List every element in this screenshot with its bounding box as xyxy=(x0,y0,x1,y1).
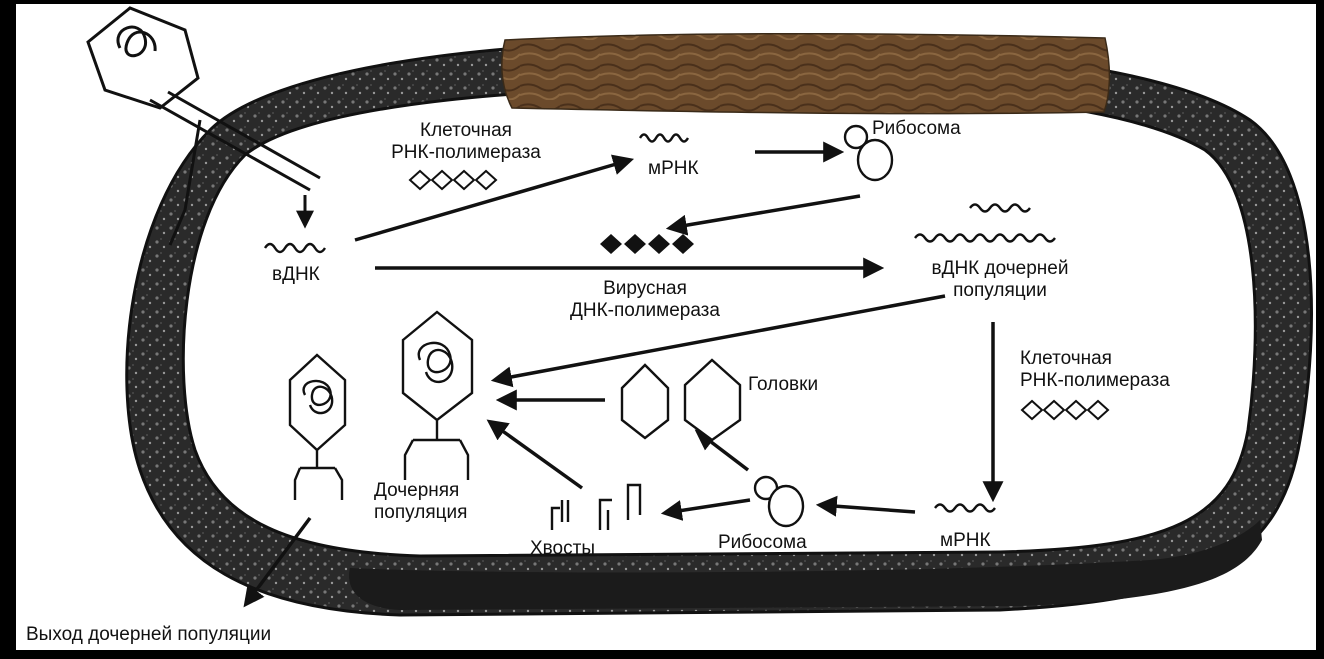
ribosome-top-label: Рибосома xyxy=(872,118,961,140)
host-rnapol-top-line1: Клеточная xyxy=(382,120,550,142)
host-rnapol-right-label: Клеточная РНК-полимераза xyxy=(1020,348,1170,392)
daughter-population-line1: Дочерняя xyxy=(374,480,467,502)
daughter-vdna-line2: популяции xyxy=(900,280,1100,302)
redaction-patch xyxy=(502,34,1110,114)
host-rnapol-right-line2: РНК-полимераза xyxy=(1020,370,1170,392)
daughter-population-line2: популяция xyxy=(374,502,467,524)
viral-dnapol-line2: ДНК-полимераза xyxy=(520,300,770,322)
viral-dnapol-label: Вирусная ДНК-полимераза xyxy=(520,278,770,322)
daughter-vdna-label: вДНК дочерней популяции xyxy=(900,258,1100,302)
mrna-bottom-label: мРНК xyxy=(940,530,991,552)
host-rnapol-right-line1: Клеточная xyxy=(1020,348,1170,370)
viral-dnapol-line1: Вирусная xyxy=(520,278,770,300)
mrna-top-label: мРНК xyxy=(648,158,699,180)
ribosome-bottom-label: Рибосома xyxy=(718,532,807,554)
cell-envelope xyxy=(127,42,1312,615)
vdna-label: вДНК xyxy=(272,264,320,286)
exit-label: Выход дочерней популяции xyxy=(26,624,271,646)
daughter-vdna-line1: вДНК дочерней xyxy=(900,258,1100,280)
daughter-population-label: Дочерняя популяция xyxy=(374,480,467,524)
inner-membrane xyxy=(183,88,1255,556)
host-rnapol-top-label: Клеточная РНК-полимераза xyxy=(382,120,550,164)
host-rnapol-top-line2: РНК-полимераза xyxy=(382,142,550,164)
tails-label: Хвосты xyxy=(530,538,595,560)
heads-label: Головки xyxy=(748,374,818,396)
